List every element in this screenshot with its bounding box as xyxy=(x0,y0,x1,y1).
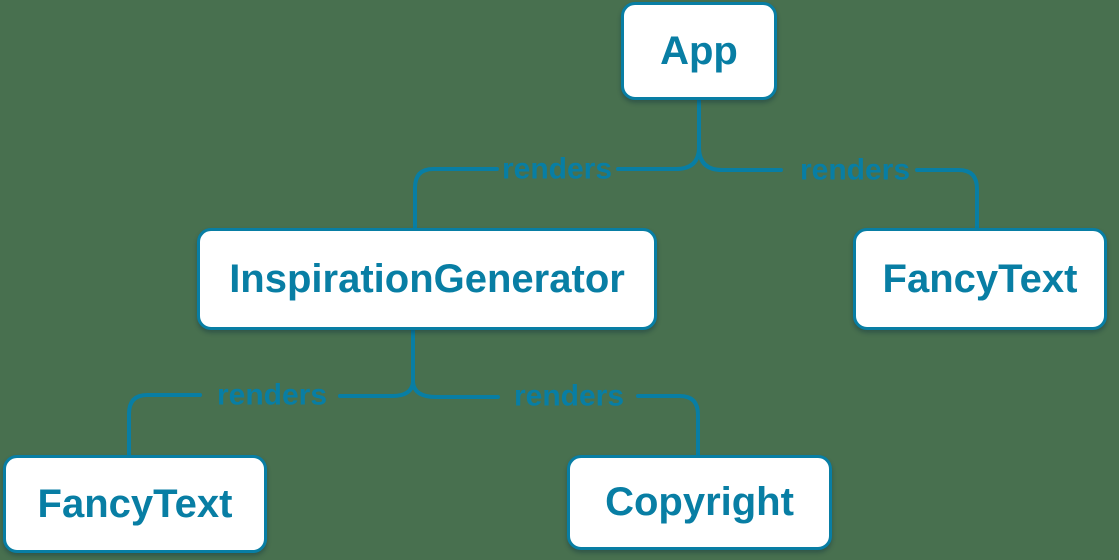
connector-segment xyxy=(127,393,202,457)
node-fancytext-bottom-left: FancyText xyxy=(3,455,267,553)
node-label: InspirationGenerator xyxy=(229,256,625,301)
connector-segment xyxy=(411,328,500,399)
edge-label-renders: renders xyxy=(514,380,624,413)
node-copyright: Copyright xyxy=(567,455,832,550)
node-label: Copyright xyxy=(605,480,794,524)
connector-segment xyxy=(915,168,979,230)
edge-label-renders: renders xyxy=(800,154,910,187)
connector-segment xyxy=(697,98,783,172)
connector-segment xyxy=(338,328,415,398)
node-inspiration-generator: InspirationGenerator xyxy=(197,228,657,330)
edge-label-renders: renders xyxy=(217,379,327,412)
connector-segment xyxy=(616,98,701,171)
node-fancytext-top-right: FancyText xyxy=(853,228,1107,330)
node-label: App xyxy=(660,28,738,73)
edge-app-fancytext: renders xyxy=(697,98,979,230)
node-label: FancyText xyxy=(882,256,1078,301)
node-label: FancyText xyxy=(37,481,233,526)
node-app: App xyxy=(621,2,777,100)
connector-segment xyxy=(636,394,700,457)
connector-segment xyxy=(413,167,499,230)
edge-app-inspirationgenerator: renders xyxy=(413,98,701,230)
edge-inspirationgenerator-fancytext: renders xyxy=(127,328,415,457)
edge-label-renders: renders xyxy=(502,153,612,186)
edge-inspirationgenerator-copyright: renders xyxy=(411,328,700,457)
